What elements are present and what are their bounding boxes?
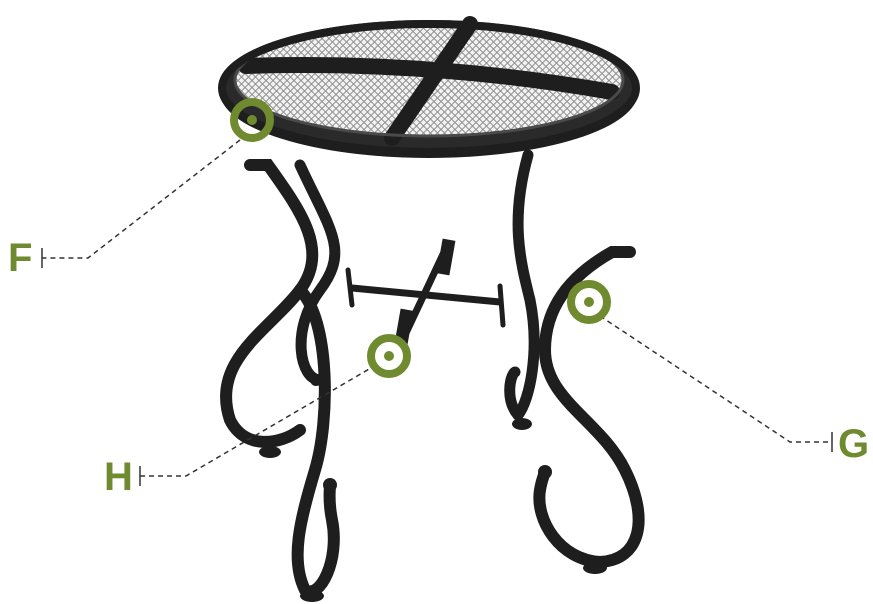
leader-line-g [600, 316, 832, 442]
front-right-scroll-end [538, 465, 552, 479]
front-left-foot [259, 446, 281, 458]
marker-h [371, 338, 407, 374]
table-top [220, 20, 638, 158]
leader-line-h [140, 365, 376, 476]
callout-label-g: G [838, 424, 869, 464]
back-right-foot [512, 418, 532, 430]
callout-label-h: H [104, 457, 133, 497]
cross-brace [348, 239, 503, 345]
front-left-scroll-end-2 [310, 374, 322, 386]
callout-label-f: F [8, 238, 32, 278]
front-left-scroll-end [323, 478, 337, 492]
leader-lines [42, 140, 832, 476]
back-right-leg [510, 155, 534, 415]
marker-g [571, 284, 607, 320]
leader-line-f [42, 140, 240, 258]
leader-ticks [42, 248, 832, 486]
front-right-foot [583, 562, 607, 574]
front-left-foot-2 [300, 590, 324, 602]
